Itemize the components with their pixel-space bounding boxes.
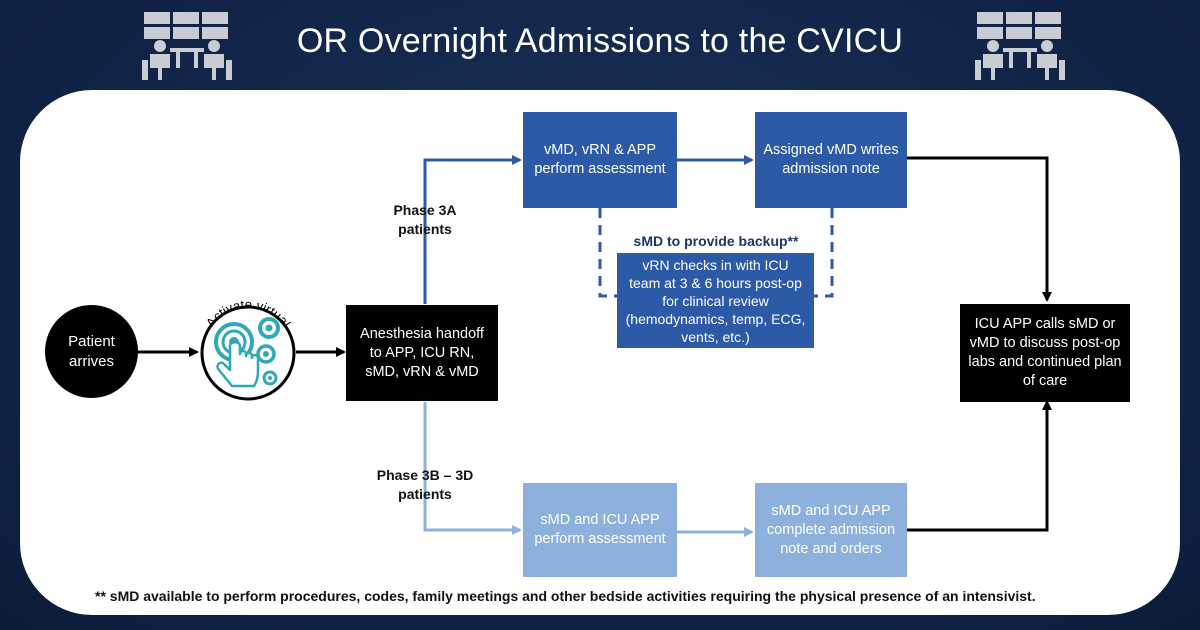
arrow-note-3b-to-final [907, 400, 1052, 532]
final-call-box: ICU APP calls sMD or vMD to discuss post… [960, 304, 1130, 402]
control-room-icon [142, 12, 232, 80]
admission-note-3b-box: sMD and ICU APP complete admission note … [755, 483, 907, 577]
assessment-3b-box: sMD and ICU APP perform assessment [523, 483, 677, 577]
phase-3a-label: Phase 3A patients [393, 202, 457, 237]
arrow-handoff-to-3a [423, 155, 522, 304]
footnote: ** sMD available to perform procedures, … [95, 588, 1036, 604]
page-title: OR Overnight Admissions to the CVICU [296, 22, 904, 60]
assessment-3a-box: vMD, vRN & APP perform assessment [523, 112, 677, 208]
patient-arrives-node: Patient arrives [45, 305, 138, 398]
arrow-note-3a-to-final [907, 156, 1052, 302]
arrow-handoff-to-3b [423, 402, 522, 535]
activate-virtual-touch-icon: Activate virtual [200, 297, 296, 401]
admission-note-3a-box: Assigned vMD writes admission note [755, 112, 907, 208]
control-room-icon [975, 12, 1065, 80]
backup-label: sMD to provide backup** [633, 233, 799, 249]
anesthesia-handoff-box: Anesthesia handoff to APP, ICU RN, sMD, … [346, 305, 498, 401]
backup-dashed-bracket [598, 208, 834, 298]
phase-3b-label: Phase 3B – 3D patients [376, 467, 474, 502]
vrn-checkin-box: vRN checks in with ICU team at 3 & 6 hou… [617, 253, 814, 348]
